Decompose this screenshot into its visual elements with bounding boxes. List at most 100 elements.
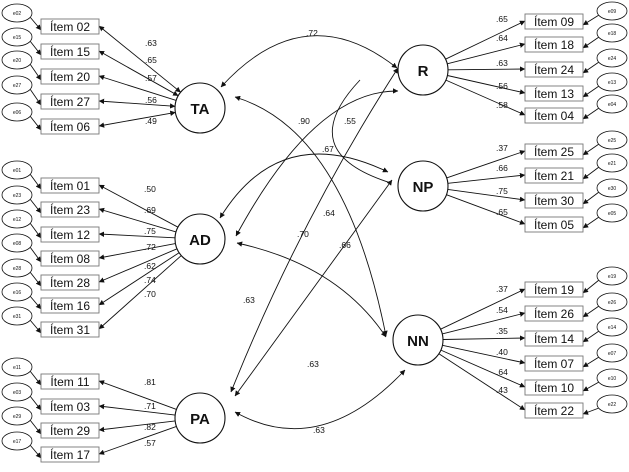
loading-label-item-25: .37 — [496, 143, 508, 153]
loading-arrows — [98, 20, 526, 455]
indicator-boxes: Ítem 02 Ítem 15 Ítem 20 Ítem 27 Ítem 06 … — [40, 13, 584, 463]
svg-text:e23: e23 — [13, 193, 22, 199]
svg-text:Ítem 22: Ítem 22 — [534, 403, 574, 418]
indicator-item-21: Ítem 21 — [524, 167, 584, 184]
error-term-e15: e15 — [1, 27, 33, 47]
error-term-e11: e11 — [1, 357, 33, 377]
error-term-e27: e27 — [1, 75, 33, 95]
loading-arrow--tem-20 — [98, 74, 177, 101]
svg-text:AD: AD — [189, 232, 211, 249]
svg-text:Ítem 04: Ítem 04 — [534, 108, 574, 123]
svg-text:Ítem 01: Ítem 01 — [50, 178, 90, 193]
error-arrow-e06 — [29, 115, 42, 131]
error-arrow-e01 — [29, 173, 42, 190]
svg-text:e02: e02 — [13, 11, 22, 17]
correlation-curve-r-nn-loop — [331, 79, 392, 184]
svg-text:Ítem 09: Ítem 09 — [534, 14, 574, 29]
indicator-item-31: Ítem 31 — [40, 321, 100, 338]
error-arrow-e17 — [29, 444, 42, 459]
svg-text:e13: e13 — [608, 80, 617, 86]
svg-text:Ítem 10: Ítem 10 — [534, 380, 574, 395]
svg-text:e01: e01 — [13, 168, 22, 174]
error-term-e03: e03 — [1, 382, 33, 402]
error-term-e06: e06 — [1, 102, 33, 122]
loading-arrow--tem-26 — [442, 311, 526, 335]
svg-text:Ítem 15: Ítem 15 — [50, 44, 90, 59]
error-arrows — [29, 14, 600, 459]
svg-text:Ítem 28: Ítem 28 — [50, 275, 90, 290]
loading-label-item-04: .58 — [496, 100, 508, 110]
svg-text:e28: e28 — [13, 266, 22, 272]
loading-label-item-09: .65 — [496, 14, 508, 24]
svg-text:Ítem 03: Ítem 03 — [50, 399, 90, 414]
svg-text:Ítem 26: Ítem 26 — [534, 306, 574, 321]
indicator-item-03: Ítem 03 — [40, 398, 100, 415]
error-term-e20: e20 — [1, 50, 33, 70]
loading-label-item-10: .64 — [496, 367, 508, 377]
loading-arrow--tem-13 — [447, 75, 526, 95]
loading-arrow--tem-28 — [98, 248, 178, 283]
correlation-curve-pa-r — [230, 67, 399, 393]
loading-label-item-15: .65 — [145, 55, 157, 65]
indicator-item-07: Ítem 07 — [524, 355, 584, 372]
svg-text:Ítem 30: Ítem 30 — [534, 193, 574, 208]
error-term-e23: e23 — [1, 185, 33, 205]
error-arrow-e26 — [582, 305, 600, 318]
loading-arrow--tem-05 — [446, 194, 526, 225]
error-term-e10: e10 — [596, 368, 628, 388]
loading-label-item-01: .50 — [144, 184, 156, 194]
loading-arrow--tem-12 — [98, 231, 176, 239]
indicator-item-23: Ítem 23 — [40, 201, 100, 218]
error-arrow-e31 — [29, 319, 42, 334]
loading-arrow--tem-09 — [445, 20, 526, 60]
loading-label-item-11: .81 — [144, 377, 156, 387]
error-arrow-e13 — [582, 85, 600, 98]
indicator-item-16: Ítem 16 — [40, 297, 100, 314]
error-term-e08: e08 — [1, 233, 33, 253]
loading-label-item-16: .74 — [144, 275, 156, 285]
indicator-item-18: Ítem 18 — [524, 36, 584, 53]
svg-text:Ítem 07: Ítem 07 — [534, 356, 574, 371]
svg-text:e11: e11 — [13, 365, 21, 371]
loading-label-item-08: .72 — [144, 242, 156, 252]
svg-text:Ítem 21: Ítem 21 — [534, 168, 574, 183]
error-arrow-e30 — [582, 191, 600, 205]
error-arrow-e07 — [582, 356, 600, 368]
loading-arrow--tem-01 — [98, 184, 179, 228]
svg-text:NP: NP — [413, 179, 434, 196]
svg-text:e15: e15 — [13, 35, 22, 41]
loading-label-item-07: .40 — [496, 347, 508, 357]
loading-arrow--tem-22 — [438, 353, 526, 411]
error-arrow-e10 — [582, 381, 600, 392]
loading-label-item-28: .62 — [144, 261, 156, 271]
error-term-e01: e01 — [1, 160, 33, 180]
svg-text:Ítem 12: Ítem 12 — [50, 227, 90, 242]
svg-text:e31: e31 — [13, 314, 22, 320]
svg-text:Ítem 31: Ítem 31 — [50, 322, 90, 337]
correlation-label-ta-pa: .63 — [307, 359, 319, 369]
correlation-curve-pa-nn — [234, 369, 406, 430]
svg-text:e26: e26 — [608, 300, 617, 306]
indicator-item-30: Ítem 30 — [524, 192, 584, 209]
svg-text:e03: e03 — [13, 390, 22, 396]
error-arrow-e16 — [29, 295, 42, 310]
svg-text:e06: e06 — [13, 110, 22, 116]
svg-text:Ítem 06: Ítem 06 — [50, 119, 90, 134]
svg-text:e19: e19 — [608, 274, 617, 280]
error-term-e09: e09 — [596, 1, 628, 21]
loading-label-item-29: .82 — [144, 422, 156, 432]
error-arrow-e12 — [29, 222, 42, 239]
error-term-e12: e12 — [1, 209, 33, 229]
latent-r: R — [397, 44, 449, 96]
loading-arrow--tem-10 — [440, 349, 526, 388]
error-term-e14: e14 — [596, 317, 628, 337]
indicator-item-28: Ítem 28 — [40, 274, 100, 291]
svg-text:e27: e27 — [13, 83, 22, 89]
latent-nn: NN — [392, 314, 444, 366]
svg-text:TA: TA — [191, 101, 210, 118]
svg-text:e08: e08 — [13, 241, 22, 247]
svg-text:e12: e12 — [13, 217, 22, 223]
loading-label-item-30: .75 — [496, 186, 508, 196]
svg-text:e21: e21 — [608, 161, 617, 167]
